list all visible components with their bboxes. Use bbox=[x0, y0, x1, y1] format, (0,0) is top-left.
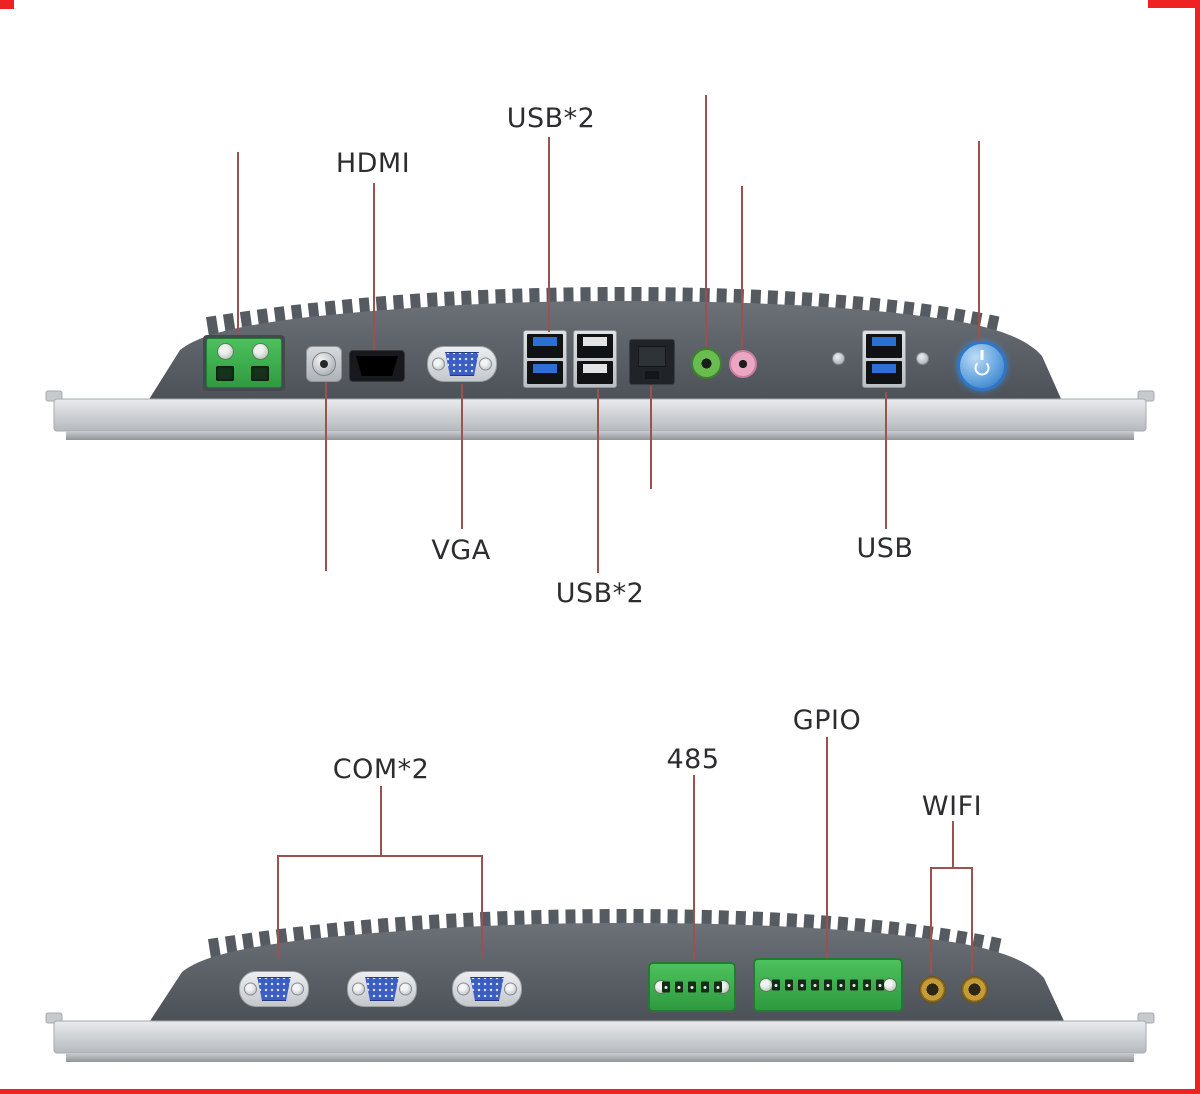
label-wifi: WIFI bbox=[921, 791, 983, 822]
label-com2: COM*2 bbox=[332, 754, 430, 785]
panel-screw-icon bbox=[832, 352, 845, 365]
vga-screw-icon bbox=[432, 357, 445, 371]
com-port-1 bbox=[239, 971, 309, 1007]
usb-tongue bbox=[533, 337, 557, 346]
dc-jack-ring bbox=[312, 352, 336, 376]
usb-tongue bbox=[872, 337, 896, 346]
terminal-slot-icon bbox=[216, 366, 234, 381]
annotation-line-dc-jack bbox=[325, 382, 327, 571]
usb-tongue bbox=[533, 363, 557, 373]
usb3-dual-port-left bbox=[523, 330, 567, 388]
ethernet-port bbox=[629, 339, 675, 385]
annotation-line-com-right bbox=[481, 855, 483, 957]
frame-edge-bottom bbox=[0, 1089, 1200, 1094]
vga-screw-icon bbox=[244, 982, 257, 996]
terminal-screw-icon bbox=[883, 978, 897, 992]
terminal-screw-icon bbox=[217, 343, 234, 360]
power-terminal-port bbox=[203, 335, 285, 391]
annotation-line-audio-out bbox=[705, 95, 707, 347]
usb-port-opening bbox=[577, 360, 613, 384]
annotation-line-wifi-bridge bbox=[930, 867, 973, 869]
annotation-line-wifi-right bbox=[971, 867, 973, 973]
label-usb: USB bbox=[856, 533, 914, 564]
hdmi-opening bbox=[356, 356, 398, 376]
terminal-slot-icon bbox=[251, 366, 269, 381]
usb-port-opening bbox=[527, 334, 563, 358]
vga-screw-icon bbox=[399, 982, 412, 996]
dc-jack-hole bbox=[320, 360, 328, 368]
dc-jack-port bbox=[306, 346, 342, 382]
annotation-line-usb2-bottom bbox=[597, 389, 599, 573]
com-port-3 bbox=[452, 971, 522, 1007]
ethernet-opening bbox=[638, 346, 666, 367]
annotation-line-vga bbox=[461, 384, 463, 529]
usb-port-opening bbox=[577, 334, 613, 358]
device-top-panel-strip bbox=[66, 431, 1134, 440]
rs485-terminal bbox=[648, 962, 736, 1012]
usb-port-opening bbox=[866, 360, 902, 384]
device-bottom-front-panel bbox=[53, 1020, 1147, 1054]
label-vga: VGA bbox=[431, 535, 491, 566]
terminal-holes bbox=[662, 981, 722, 993]
annotation-line-gpio bbox=[826, 737, 828, 958]
annotation-line-com-stem bbox=[380, 786, 382, 855]
annotation-line-power-terminal bbox=[237, 152, 239, 334]
wifi-antenna-1 bbox=[919, 976, 946, 1003]
terminal-screw-icon bbox=[759, 978, 773, 992]
power-button bbox=[957, 341, 1007, 391]
gpio-terminal bbox=[753, 958, 903, 1012]
label-gpio: GPIO bbox=[792, 705, 862, 736]
annotation-line-power-button bbox=[978, 141, 980, 341]
label-hdmi: HDMI bbox=[335, 148, 411, 179]
terminal-screw-icon bbox=[252, 343, 269, 360]
wifi-antenna-2 bbox=[961, 976, 988, 1003]
device-top-front-panel bbox=[53, 398, 1147, 432]
label-485: 485 bbox=[666, 744, 720, 775]
usb-tongue bbox=[872, 363, 896, 373]
device-bottom-panel-strip bbox=[66, 1053, 1134, 1062]
annotation-line-com-bridge bbox=[277, 855, 483, 857]
com-connector bbox=[470, 977, 504, 1001]
usb-tongue bbox=[583, 363, 607, 373]
terminal-holes bbox=[772, 979, 884, 991]
annotation-line-ethernet bbox=[650, 386, 652, 489]
vga-screw-icon bbox=[504, 982, 517, 996]
label-usb2-top: USB*2 bbox=[506, 103, 596, 134]
vga-port bbox=[427, 346, 497, 382]
annotation-line-com-left bbox=[277, 855, 279, 957]
vga-screw-icon bbox=[479, 357, 492, 371]
annotation-line-wifi-stem bbox=[952, 821, 954, 867]
power-symbol-icon bbox=[974, 360, 990, 376]
vga-screw-icon bbox=[291, 982, 304, 996]
ethernet-tab bbox=[645, 371, 659, 379]
panel-screw-icon bbox=[916, 352, 929, 365]
usb-tongue bbox=[583, 337, 607, 346]
annotation-line-usb bbox=[885, 392, 887, 529]
label-usb2-bottom: USB*2 bbox=[555, 578, 645, 609]
com-port-2 bbox=[347, 971, 417, 1007]
audio-out-jack bbox=[691, 348, 722, 379]
com-connector bbox=[365, 977, 399, 1001]
usb-port-opening bbox=[866, 334, 902, 358]
vga-screw-icon bbox=[352, 982, 365, 996]
usb-port-opening bbox=[527, 360, 563, 384]
frame-edge-right bbox=[1195, 0, 1200, 1094]
usb2-dual-port bbox=[573, 330, 617, 388]
annotation-line-485 bbox=[693, 775, 695, 960]
crop-mark-top-right bbox=[1148, 0, 1200, 8]
power-symbol-bar bbox=[980, 350, 984, 360]
annotation-line-mic bbox=[741, 186, 743, 347]
vga-connector bbox=[445, 352, 479, 376]
vga-screw-icon bbox=[457, 982, 470, 996]
com-connector bbox=[257, 977, 291, 1001]
usb3-dual-port-right bbox=[862, 330, 906, 388]
annotation-line-hdmi bbox=[373, 183, 375, 350]
annotation-line-wifi-left bbox=[930, 867, 932, 973]
annotation-line-usb2-top bbox=[548, 137, 550, 332]
mic-jack bbox=[729, 350, 757, 378]
crop-mark-top-left bbox=[0, 0, 14, 9]
hdmi-port bbox=[349, 350, 405, 382]
